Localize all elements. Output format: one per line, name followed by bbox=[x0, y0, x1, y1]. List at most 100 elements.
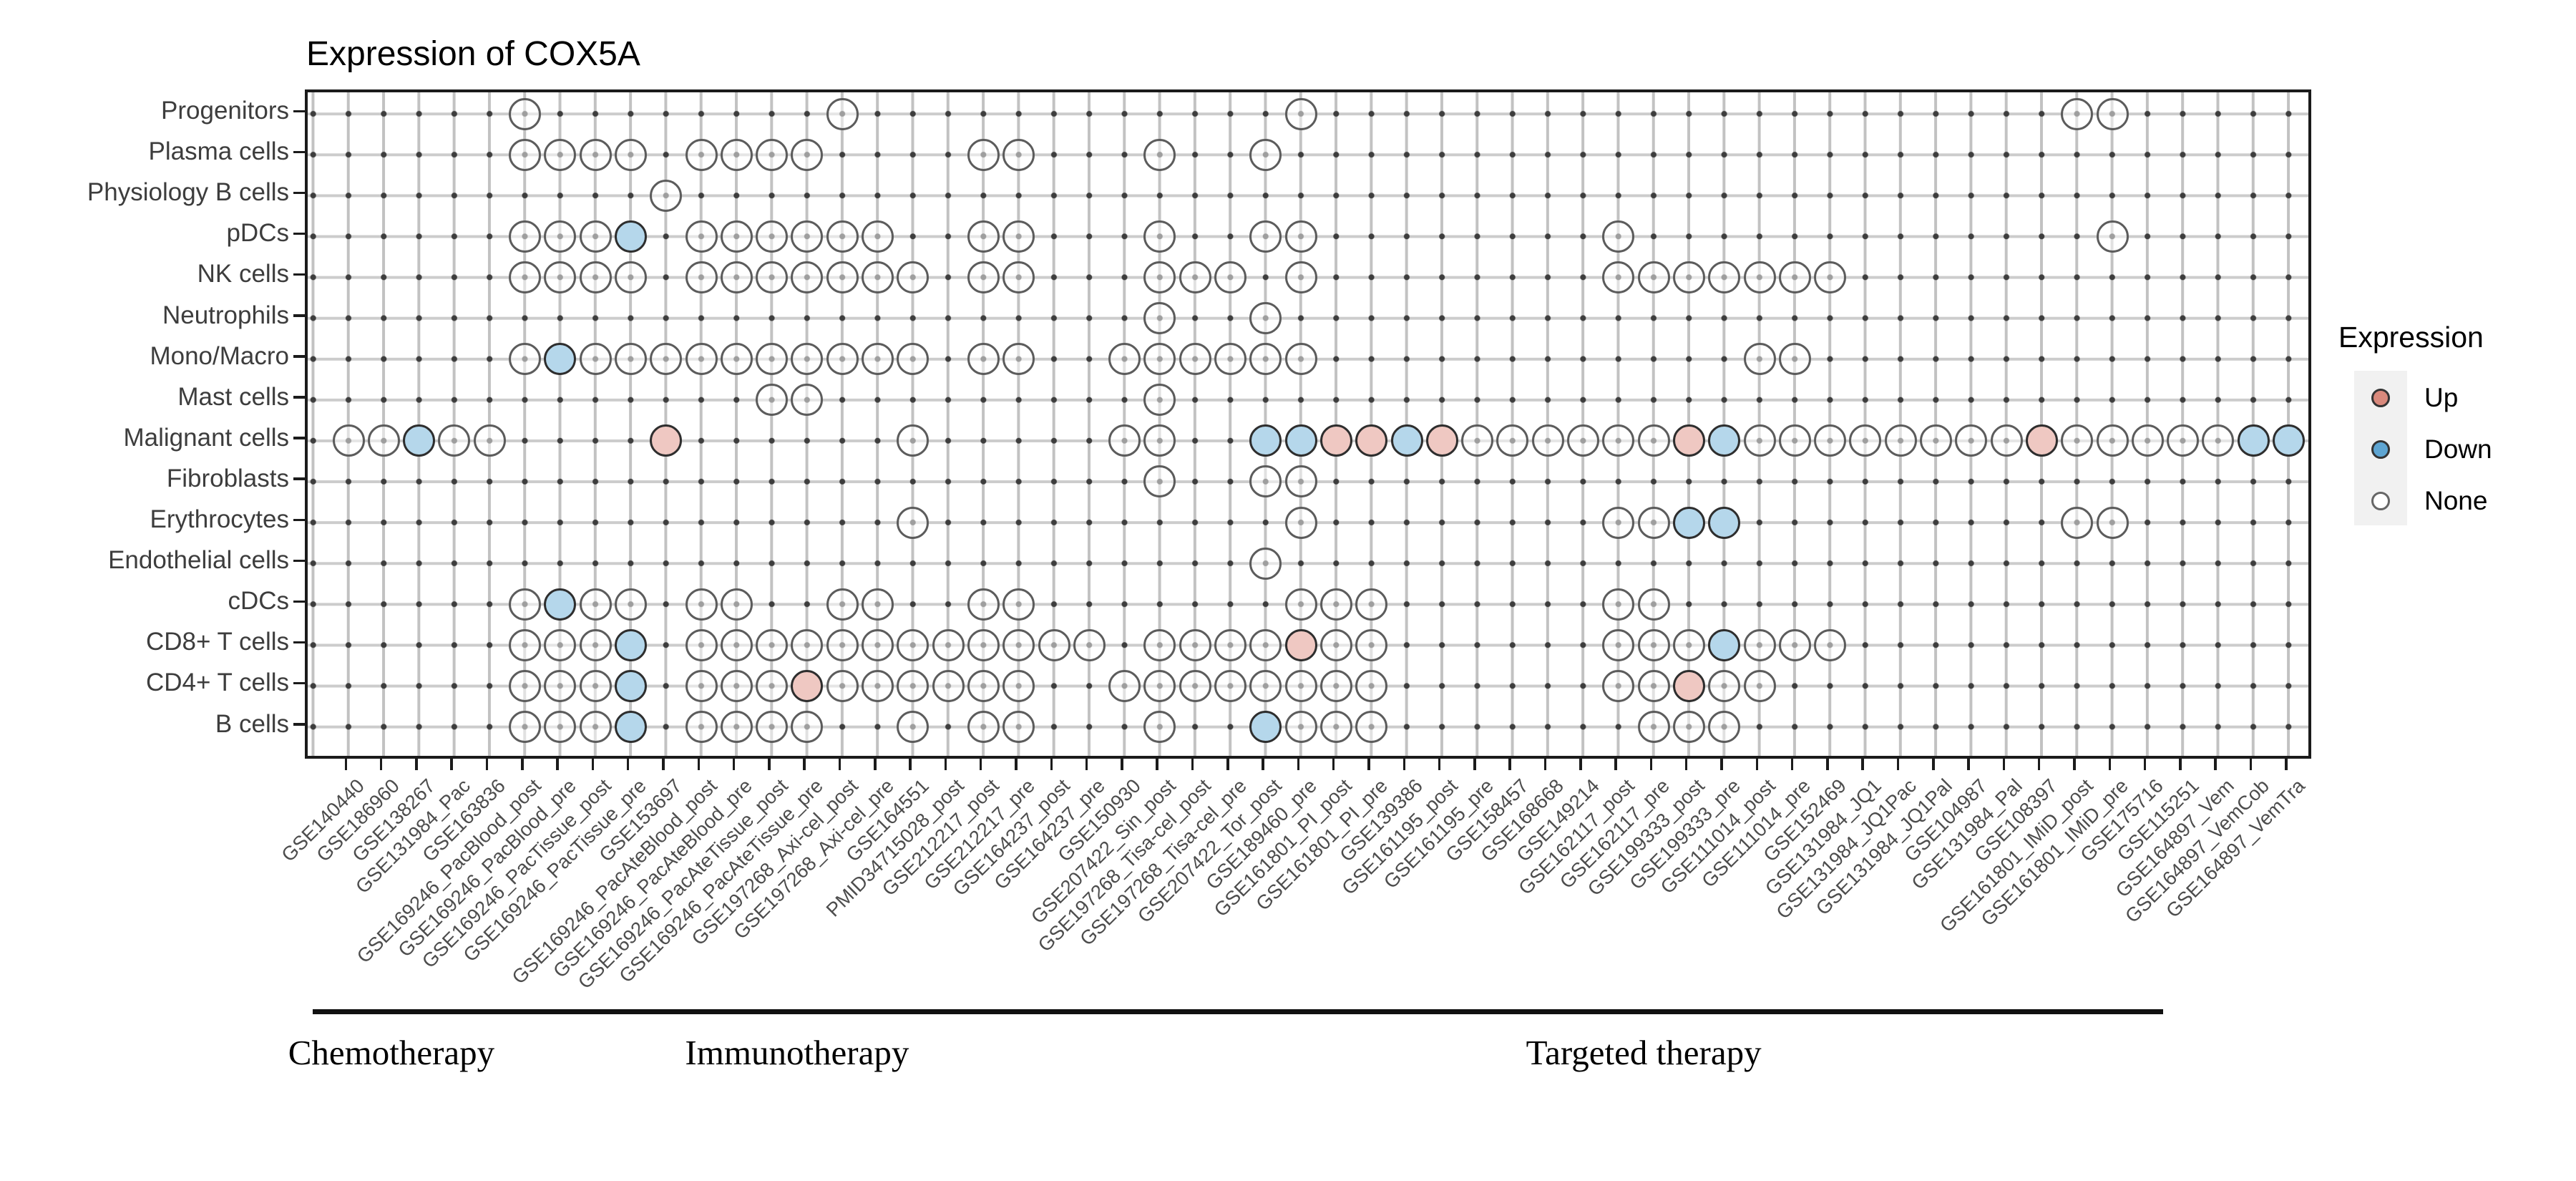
group-underline bbox=[313, 1009, 470, 1014]
grid-dot-none bbox=[1284, 220, 1317, 253]
x-tick bbox=[1473, 759, 1476, 770]
grid-dot-none bbox=[1814, 424, 1847, 457]
grid-dot-none bbox=[1778, 424, 1811, 457]
y-tick bbox=[293, 110, 305, 112]
grid-dot-none bbox=[1143, 343, 1176, 376]
grid-dot-none bbox=[862, 261, 894, 293]
y-tick bbox=[293, 600, 305, 603]
y-axis-label: cDCs bbox=[228, 587, 289, 616]
grid-dot-none bbox=[1002, 343, 1035, 376]
y-axis-label: Mono/Macro bbox=[150, 341, 289, 370]
grid-dot-down bbox=[1249, 711, 1282, 743]
grid-dot-none bbox=[2061, 424, 2094, 457]
grid-dot-down bbox=[403, 424, 436, 457]
grid-dot-none bbox=[509, 588, 541, 621]
y-tick bbox=[293, 723, 305, 726]
grid-dot-none bbox=[579, 711, 612, 743]
x-tick bbox=[1614, 759, 1617, 770]
y-tick bbox=[293, 273, 305, 276]
grid-dot-none bbox=[1249, 138, 1282, 171]
grid-dot-none bbox=[544, 711, 577, 743]
x-tick bbox=[344, 759, 347, 770]
grid-dot-none bbox=[756, 711, 789, 743]
grid-dot-none bbox=[579, 588, 612, 621]
x-tick bbox=[944, 759, 947, 770]
grid-dot-none bbox=[1567, 424, 1599, 457]
grid-dot-none bbox=[509, 261, 541, 293]
grid-dot-none bbox=[544, 669, 577, 702]
grid-dot-none bbox=[862, 628, 894, 661]
grid-dot-none bbox=[1602, 424, 1635, 457]
x-tick bbox=[1085, 759, 1088, 770]
grid-dot-none bbox=[1355, 669, 1388, 702]
grid-dot-none bbox=[897, 628, 930, 661]
grid-dot-none bbox=[967, 220, 1000, 253]
grid-dot-none bbox=[791, 138, 824, 171]
grid-dot-none bbox=[2096, 220, 2129, 253]
y-tick bbox=[293, 314, 305, 317]
grid-dot-none bbox=[862, 343, 894, 376]
grid-dot-none bbox=[862, 669, 894, 702]
grid-dot-up bbox=[1672, 669, 1705, 702]
grid-dot-down bbox=[1708, 424, 1741, 457]
legend-item-label: Down bbox=[2424, 434, 2492, 464]
grid-dot-up bbox=[1355, 424, 1388, 457]
x-tick bbox=[521, 759, 524, 770]
y-tick bbox=[293, 681, 305, 685]
grid-dot-none bbox=[720, 669, 753, 702]
y-axis-label: Physiology B cells bbox=[87, 178, 289, 207]
grid-dot-none bbox=[509, 343, 541, 376]
grid-dot-none bbox=[1284, 669, 1317, 702]
grid-dot-none bbox=[1214, 669, 1246, 702]
grid-dot-none bbox=[1672, 261, 1705, 293]
grid-dot-up bbox=[1284, 628, 1317, 661]
grid-dot-none bbox=[720, 343, 753, 376]
grid-dot-down bbox=[614, 220, 647, 253]
x-tick bbox=[1438, 759, 1441, 770]
grid-dot-none bbox=[1531, 424, 1564, 457]
x-tick bbox=[2073, 759, 2076, 770]
grid-dot-none bbox=[509, 669, 541, 702]
x-tick bbox=[662, 759, 665, 770]
x-tick bbox=[1790, 759, 1794, 770]
y-axis-label: Endothelial cells bbox=[108, 546, 289, 575]
grid-dot-up bbox=[2025, 424, 2058, 457]
grid-dot-none bbox=[1284, 465, 1317, 498]
x-tick bbox=[768, 759, 771, 770]
grid-dot-none bbox=[1319, 711, 1352, 743]
x-tick bbox=[1720, 759, 1723, 770]
grid-dot-none bbox=[1214, 261, 1246, 293]
grid-dot-none bbox=[826, 261, 859, 293]
x-tick bbox=[415, 759, 418, 770]
grid-dot-none bbox=[1637, 424, 1670, 457]
grid-dot-none bbox=[1249, 669, 1282, 702]
x-tick bbox=[803, 759, 806, 770]
grid-dot-none bbox=[1002, 261, 1035, 293]
x-tick bbox=[1579, 759, 1582, 770]
grid-dot-none bbox=[720, 711, 753, 743]
y-tick bbox=[293, 355, 305, 358]
x-tick bbox=[874, 759, 877, 770]
grid-dot-none bbox=[1284, 261, 1317, 293]
grid-dot-none bbox=[1143, 261, 1176, 293]
grid-dot-none bbox=[1143, 669, 1176, 702]
grid-dot-none bbox=[1496, 424, 1529, 457]
grid-dot-none bbox=[932, 628, 965, 661]
grid-dot-none bbox=[1602, 588, 1635, 621]
grid-dot-none bbox=[1920, 424, 1952, 457]
grid-dot-none bbox=[1002, 588, 1035, 621]
x-tick bbox=[1050, 759, 1053, 770]
grid-dot-none bbox=[862, 588, 894, 621]
grid-dot-none bbox=[1637, 711, 1670, 743]
grid-dot-none bbox=[1814, 628, 1847, 661]
grid-dot-none bbox=[826, 97, 859, 130]
grid-dot-none bbox=[473, 424, 506, 457]
grid-dot-none bbox=[1284, 711, 1317, 743]
x-tick bbox=[1015, 759, 1018, 770]
x-tick bbox=[697, 759, 700, 770]
grid-dot-up bbox=[1425, 424, 1458, 457]
x-tick bbox=[909, 759, 912, 770]
x-tick bbox=[1332, 759, 1335, 770]
grid-dot-none bbox=[897, 506, 930, 539]
grid-dot-none bbox=[720, 588, 753, 621]
